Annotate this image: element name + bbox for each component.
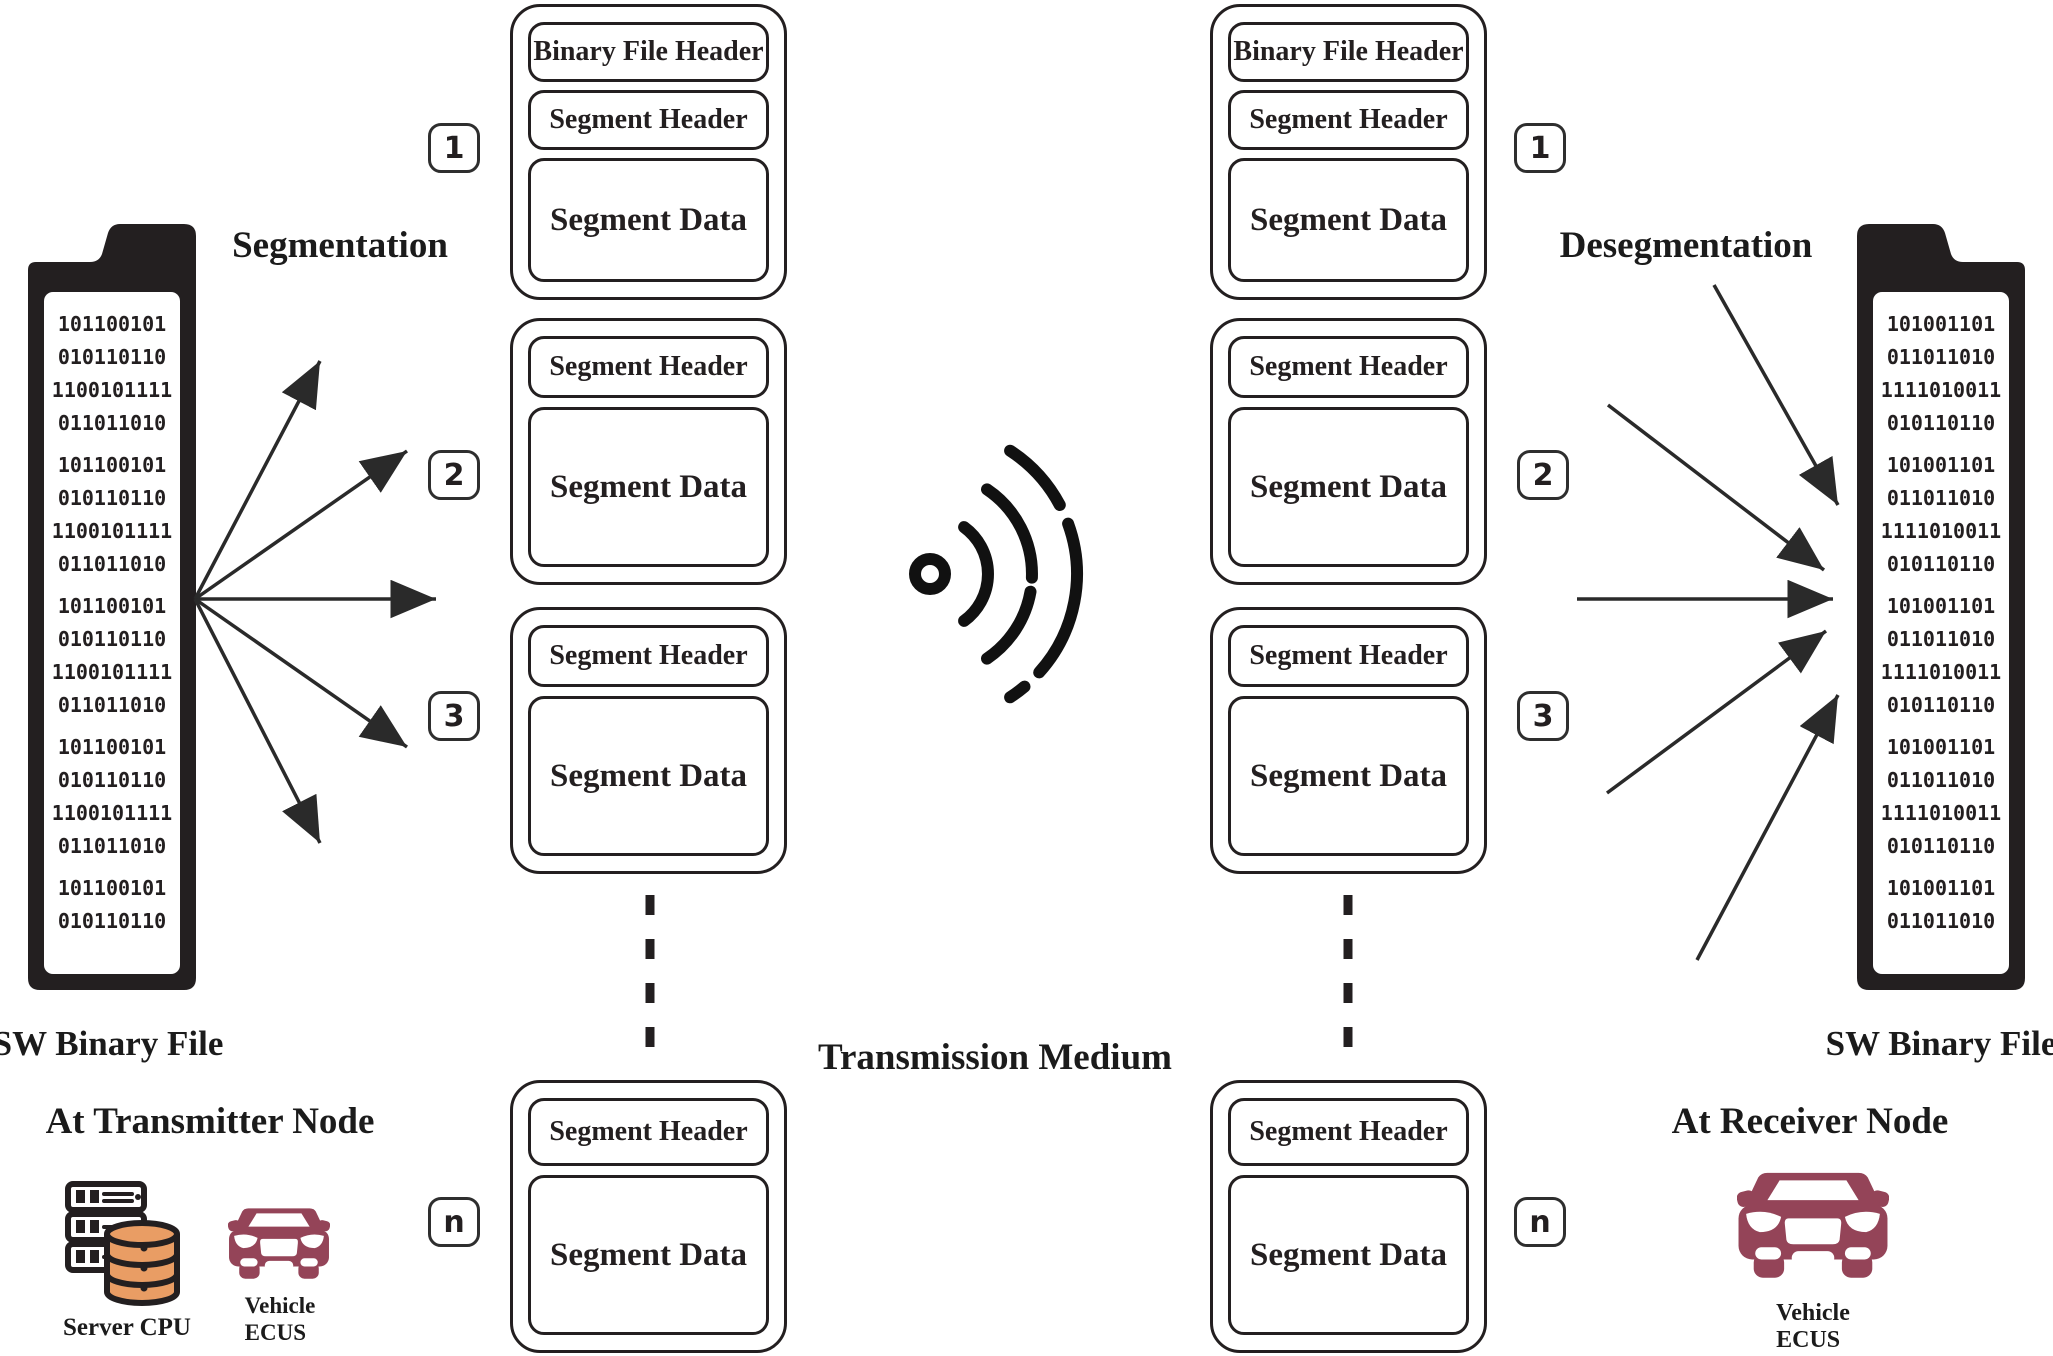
segment-data-box: Segment Data xyxy=(528,696,769,856)
binary-file-icon-receiver xyxy=(1857,224,2025,990)
binary-row: 010110110 xyxy=(57,627,167,651)
segment-card-tx-1: Binary File Header Segment Header Segmen… xyxy=(510,4,787,300)
segment-data-box: Segment Data xyxy=(528,407,769,567)
vehicle-caption-line1: Vehicle xyxy=(1776,1300,1850,1326)
segment-card-rx-3: Segment Header Segment Data xyxy=(1210,607,1487,874)
vehicle-caption-line1: Vehicle xyxy=(244,1293,316,1318)
binary-row: 1100101111 xyxy=(51,801,173,825)
binary-row: 101001101 xyxy=(1886,594,1996,618)
server-cpu-caption: Server CPU xyxy=(63,1314,191,1341)
binary-row: 010110110 xyxy=(57,345,167,369)
segment-badge-tx-n: n xyxy=(428,1197,480,1247)
binary-row: 011011010 xyxy=(1886,345,1996,369)
car-icon-receiver xyxy=(1737,1172,1889,1278)
binary-row: 101001101 xyxy=(1886,312,1996,336)
vehicle-ecus-caption-receiver: Vehicle ECUS xyxy=(1776,1300,1850,1354)
desegmentation-label: Desegmentation xyxy=(1559,225,1813,266)
segment-header-box: Segment Header xyxy=(528,1098,769,1166)
segment-card-rx-1: Binary File Header Segment Header Segmen… xyxy=(1210,4,1487,300)
segmentation-arrows xyxy=(193,360,436,844)
binary-row: 1111010011 xyxy=(1880,519,2002,543)
binary-row: 011011010 xyxy=(57,552,167,576)
binary-row: 011011010 xyxy=(57,834,167,858)
segment-data-box: Segment Data xyxy=(1228,1175,1469,1335)
binary-row: 101001101 xyxy=(1886,876,1996,900)
binary-row: 101100101 xyxy=(57,876,167,900)
binary-row: 010110110 xyxy=(1886,552,1996,576)
binary-row: 1100101111 xyxy=(51,519,173,543)
binary-row: 011011010 xyxy=(1886,627,1996,651)
desegmentation-arrows xyxy=(1577,284,1840,961)
binary-row: 101100101 xyxy=(57,735,167,759)
binary-row: 011011010 xyxy=(1886,909,1996,933)
binary-row: 1111010011 xyxy=(1880,660,2002,684)
segment-card-tx-3: Segment Header Segment Data xyxy=(510,607,787,874)
binary-row: 101100101 xyxy=(57,594,167,618)
binary-text-transmitter: 101100101 010110110 1100101111 011011010 101… xyxy=(44,292,180,974)
segment-header-box: Segment Header xyxy=(1228,1098,1469,1166)
binary-row: 101001101 xyxy=(1886,453,1996,477)
segment-badge-tx-1: 1 xyxy=(428,123,480,173)
segment-header-box: Segment Header xyxy=(1228,90,1469,150)
segment-badge-rx-1: 1 xyxy=(1514,123,1566,173)
binary-row: 101001101 xyxy=(1886,735,1996,759)
segment-badge-tx-3: 3 xyxy=(428,691,480,741)
binary-row: 1100101111 xyxy=(51,378,173,402)
segment-data-box: Segment Data xyxy=(1228,696,1469,856)
segment-badge-rx-n: n xyxy=(1514,1197,1566,1247)
binary-row: 1100101111 xyxy=(51,660,173,684)
segment-card-rx-n: Segment Header Segment Data xyxy=(1210,1080,1487,1353)
segment-card-tx-n: Segment Header Segment Data xyxy=(510,1080,787,1353)
binary-file-header-box: Binary File Header xyxy=(528,22,769,82)
binary-row: 1111010011 xyxy=(1880,801,2002,825)
binary-row: 010110110 xyxy=(57,768,167,792)
binary-row: 010110110 xyxy=(57,486,167,510)
binary-row: 010110110 xyxy=(1886,834,1996,858)
binary-row: 011011010 xyxy=(57,693,167,717)
binary-row: 011011010 xyxy=(1886,768,1996,792)
wifi-icon xyxy=(909,444,1083,704)
segmentation-label: Segmentation xyxy=(232,225,448,266)
segment-header-box: Segment Header xyxy=(528,90,769,150)
sw-binary-file-label-receiver: SW Binary File xyxy=(1825,1024,2053,1063)
segment-data-box: Segment Data xyxy=(1228,407,1469,567)
vehicle-ecus-caption-transmitter: Vehicle ECUS xyxy=(245,1292,316,1346)
sw-binary-file-label-transmitter: SW Binary File xyxy=(0,1024,224,1063)
binary-row: 011011010 xyxy=(1886,486,1996,510)
binary-row: 010110110 xyxy=(1886,411,1996,435)
segment-data-box: Segment Data xyxy=(1228,158,1469,282)
segment-header-box: Segment Header xyxy=(528,336,769,398)
binary-row: 1111010011 xyxy=(1880,378,2002,402)
database-icon xyxy=(104,1220,180,1306)
binary-file-header-box: Binary File Header xyxy=(1228,22,1469,82)
binary-row: 010110110 xyxy=(57,909,167,933)
binary-file-icon-transmitter xyxy=(28,224,196,990)
binary-row: 101100101 xyxy=(57,312,167,336)
binary-text-receiver: 101001101 011011010 1111010011 010110110 101… xyxy=(1873,292,2009,974)
transmission-medium-label: Transmission Medium xyxy=(818,1037,1172,1078)
segment-badge-rx-3: 3 xyxy=(1517,691,1569,741)
car-icon-transmitter xyxy=(228,1208,330,1279)
segment-header-box: Segment Header xyxy=(1228,625,1469,687)
at-receiver-node-label: At Receiver Node xyxy=(1671,1101,1949,1142)
segment-header-box: Segment Header xyxy=(1228,336,1469,398)
segment-badge-rx-2: 2 xyxy=(1517,450,1569,500)
binary-row: 011011010 xyxy=(57,411,167,435)
segment-card-rx-2: Segment Header Segment Data xyxy=(1210,318,1487,585)
at-transmitter-node-label: At Transmitter Node xyxy=(45,1101,375,1142)
vehicle-caption-line2: ECUS xyxy=(1776,1327,1841,1353)
binary-row: 010110110 xyxy=(1886,693,1996,717)
segment-card-tx-2: Segment Header Segment Data xyxy=(510,318,787,585)
segment-data-box: Segment Data xyxy=(528,158,769,282)
binary-row: 101100101 xyxy=(57,453,167,477)
segment-data-box: Segment Data xyxy=(528,1175,769,1335)
segment-badge-tx-2: 2 xyxy=(428,450,480,500)
segment-header-box: Segment Header xyxy=(528,625,769,687)
vehicle-caption-line2: ECUS xyxy=(244,1320,307,1345)
